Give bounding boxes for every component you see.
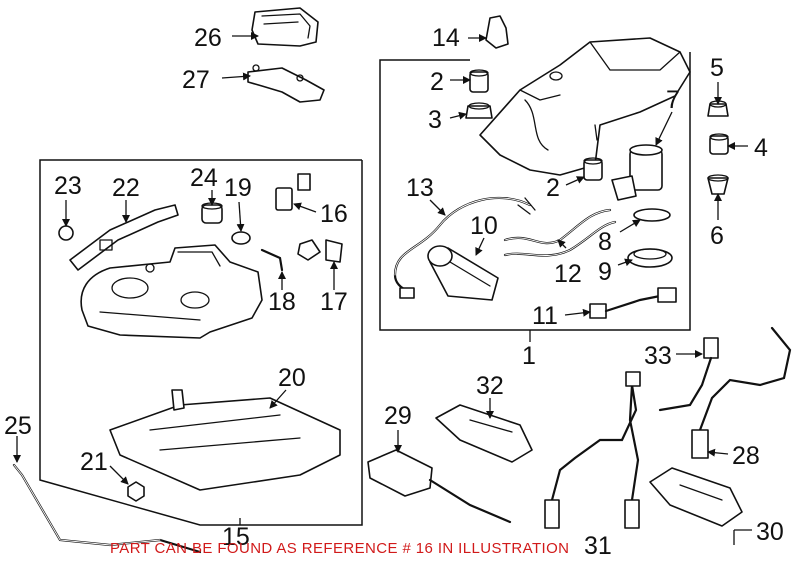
- part-25-brake-line: [12, 463, 202, 554]
- callout-4: 4: [754, 134, 768, 162]
- callout-13: 13: [406, 174, 434, 202]
- callout-3: 3: [428, 106, 442, 134]
- callout-6: 6: [710, 222, 724, 250]
- part-29-control-unit: [367, 449, 512, 524]
- part-14-connector: [485, 15, 509, 49]
- part-24-grommet: [201, 202, 223, 224]
- callout-30: 30: [756, 518, 784, 546]
- part-15-fuel-tank: [80, 244, 263, 339]
- callout-18: 18: [268, 288, 296, 316]
- part-28-oxygen-sensor: [691, 326, 792, 459]
- part-3-grommet: [465, 102, 493, 119]
- callout-23: 23: [54, 172, 82, 200]
- callout-14: 14: [432, 24, 460, 52]
- part-19-hose-clamp: [231, 231, 251, 245]
- part-33-oxygen-sensor: [658, 337, 719, 412]
- part-7-pump: [611, 144, 663, 201]
- callout-32: 32: [476, 372, 504, 400]
- fuel-pump-group-frame: [379, 52, 691, 331]
- part-26-housing: [251, 7, 319, 47]
- callout-27: 27: [182, 66, 210, 94]
- tank-group-frame: [39, 159, 363, 526]
- callout-17: 17: [320, 288, 348, 316]
- callout-26: 26: [194, 24, 222, 52]
- callout-labels: 26 27 14 2 3 5 7 4 2 6 8 9 13 10 12 11 1…: [4, 24, 784, 560]
- part-23-clip: [58, 225, 74, 241]
- callout-20: 20: [278, 364, 306, 392]
- callout-19: 19: [224, 174, 252, 202]
- part-6-cap: [707, 174, 729, 195]
- part-9-lock-ring: [627, 248, 673, 268]
- part-30-sensor-bracket: [649, 467, 743, 527]
- part-16-valve: [275, 173, 311, 211]
- callout-2-top: 2: [430, 68, 444, 96]
- callout-5: 5: [710, 54, 724, 82]
- callout-7: 7: [666, 86, 680, 114]
- callout-2-lower: 2: [546, 174, 560, 202]
- callout-25: 25: [4, 412, 32, 440]
- leader-lines: [13, 32, 752, 545]
- part-2-grommet-lower: [583, 157, 603, 181]
- callout-21: 21: [80, 448, 108, 476]
- callout-1: 1: [522, 342, 536, 370]
- callout-15: 15: [222, 523, 250, 551]
- part-13-plug: [399, 287, 415, 299]
- part-22-strap: [69, 204, 179, 271]
- part-10-fuel-pump: [427, 245, 499, 301]
- callout-33: 33: [644, 342, 672, 370]
- callout-24: 24: [190, 164, 218, 192]
- callout-31: 31: [584, 532, 612, 560]
- part-31-oxygen-sensor: [544, 371, 641, 529]
- callout-8: 8: [598, 228, 612, 256]
- callout-28: 28: [732, 442, 760, 470]
- part-4-cap: [709, 133, 729, 155]
- callout-16: 16: [320, 200, 348, 228]
- callout-12: 12: [554, 260, 582, 288]
- callout-9: 9: [598, 258, 612, 286]
- part-1-pump-housing: [479, 37, 691, 176]
- reference-notice: PART CAN BE FOUND AS REFERENCE # 16 IN I…: [110, 540, 569, 557]
- part-27-bracket: [247, 64, 325, 103]
- callout-29: 29: [384, 402, 412, 430]
- part-32-sensor-bracket: [435, 404, 533, 463]
- part-8-seal-ring: [633, 208, 671, 222]
- part-2-grommet-top: [469, 69, 489, 93]
- part-21-nut: [127, 481, 145, 502]
- callout-22: 22: [112, 174, 140, 202]
- part-20-heat-shield: [109, 389, 341, 491]
- callout-10: 10: [470, 212, 498, 240]
- part-17-fittings: [297, 239, 343, 263]
- callout-11: 11: [532, 302, 558, 330]
- part-18-hose: [260, 248, 284, 272]
- part-11-sensor: [589, 287, 677, 319]
